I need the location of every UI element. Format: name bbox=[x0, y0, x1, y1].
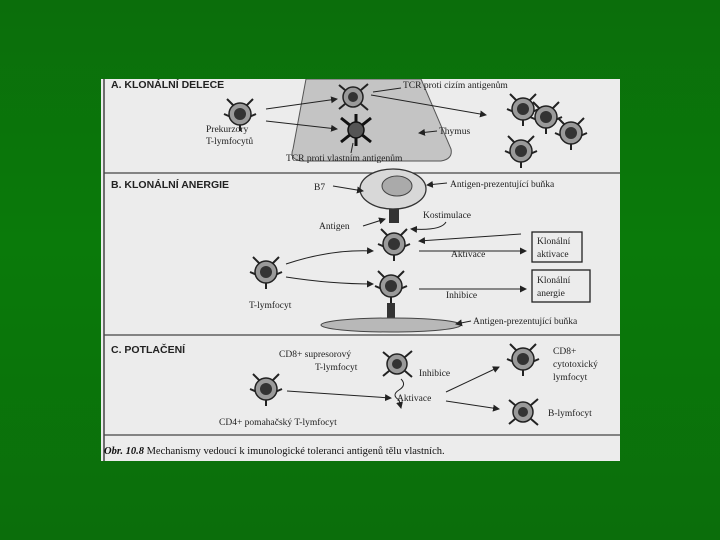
diagram-svg: A. KLONÁLNÍ DELECE Prekurzory T-lymfocyt… bbox=[103, 79, 620, 461]
mature-t-cell-icon-3 bbox=[554, 117, 588, 151]
activation-label: Aktivace bbox=[451, 250, 485, 260]
mhc-antigen-icon bbox=[389, 209, 399, 223]
cd8-cyto-label-3: lymfocyt bbox=[553, 372, 588, 383]
clonal-activation-box bbox=[531, 231, 583, 263]
apc-top-label: Antigen-prezentující buňka bbox=[450, 180, 555, 190]
antigen-label: Antigen bbox=[319, 222, 350, 232]
precursor-label-2: T-lymfocytů bbox=[206, 136, 253, 147]
section-b-title: B. KLONÁLNÍ ANERGIE bbox=[111, 178, 229, 191]
cd8-suppressor-cell-icon bbox=[382, 350, 413, 378]
thymocyte-self-icon bbox=[340, 114, 372, 146]
section-a-title: A. KLONÁLNÍ DELECE bbox=[111, 79, 224, 91]
cd4-label: CD4+ pomahačský T-lymfocyt bbox=[219, 417, 337, 428]
section-a: A. KLONÁLNÍ DELECE Prekurzory T-lymfocyt… bbox=[111, 79, 588, 169]
b-lymphocyte-cell-icon bbox=[508, 398, 539, 426]
naive-t-cell-icon bbox=[249, 256, 283, 290]
activation-label-c: Aktivace bbox=[397, 394, 431, 404]
section-c: C. POTLAČENÍ CD8+ supresorový T-lymfocyt… bbox=[111, 343, 598, 428]
cd8-sup-label-2: T-lymfocyt bbox=[315, 362, 358, 373]
section-c-title: C. POTLAČENÍ bbox=[111, 343, 186, 356]
precursor-label-1: Prekurzory bbox=[206, 125, 248, 135]
mhc-antigen-bottom-icon bbox=[387, 303, 395, 319]
activated-t-cell-icon bbox=[377, 228, 411, 262]
inhibition-label-c: Inhibice bbox=[419, 369, 450, 379]
mature-t-cell-icon-2 bbox=[529, 101, 563, 135]
figure-caption: Obr. 10.8 Mechanismy vedoucí k imunologi… bbox=[104, 446, 445, 457]
section-b: B. KLONÁLNÍ ANERGIE B7 Antigen-prezentuj… bbox=[111, 168, 591, 333]
cd8-cyto-label-1: CD8+ bbox=[553, 347, 576, 357]
box2-line1: Klonální bbox=[537, 276, 571, 286]
cd8-cytotoxic-cell-icon bbox=[506, 343, 540, 377]
box1-line2: aktivace bbox=[537, 250, 569, 260]
b7-label: B7 bbox=[314, 183, 325, 193]
clonal-anergy-box bbox=[531, 269, 591, 303]
box2-line2: anergie bbox=[537, 289, 565, 299]
box1-line1: Klonální bbox=[537, 237, 571, 247]
apc-bottom-label: Antigen-prezentující buňka bbox=[473, 317, 578, 327]
figure-image: A. KLONÁLNÍ DELECE Prekurzory T-lymfocyt… bbox=[101, 79, 620, 461]
t-lymphocyte-label: T-lymfocyt bbox=[249, 300, 292, 311]
inhibition-label-b: Inhibice bbox=[446, 291, 477, 301]
caption-text: Mechanismy vedoucí k imunologické tolera… bbox=[144, 446, 445, 457]
mature-t-cell-icon-4 bbox=[504, 135, 538, 169]
tcr-self-label: TCR proti vlastním antigenům bbox=[286, 153, 403, 164]
tcr-foreign-label: TCR proti cizím antigenům bbox=[403, 80, 508, 91]
costim-label: Kostimulace bbox=[423, 211, 471, 221]
thymocyte-foreign-icon bbox=[338, 83, 369, 111]
b-lymphocyte-label: B-lymfocyt bbox=[548, 408, 592, 419]
cd8-cyto-label-2: cytotoxický bbox=[553, 360, 598, 370]
mature-t-cell-icon-1 bbox=[506, 93, 540, 127]
cd4-helper-cell-icon bbox=[249, 373, 283, 407]
caption-prefix: Obr. 10.8 bbox=[104, 446, 145, 457]
apc-bottom-icon bbox=[320, 317, 462, 333]
thymus-label: Thymus bbox=[439, 127, 470, 137]
anergic-t-cell-icon bbox=[374, 270, 408, 304]
cd8-sup-label-1: CD8+ supresorový bbox=[279, 350, 351, 360]
thymus-shape bbox=[291, 79, 452, 162]
